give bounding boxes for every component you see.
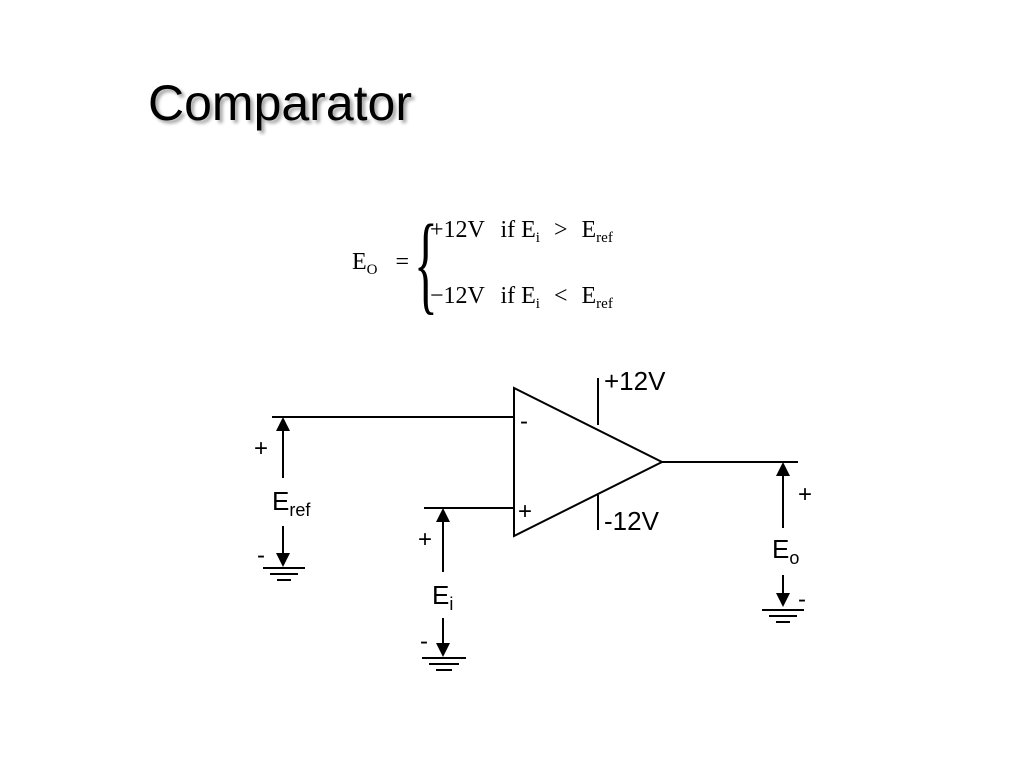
ei-plus-sign: +	[418, 526, 433, 553]
case-high-lhs: E	[521, 217, 536, 243]
eref-subscript: ref	[289, 500, 311, 520]
eo-label: Eo	[772, 536, 799, 567]
ground-ei-icon	[422, 657, 466, 671]
equation-case-low: −12V if Ei < Eref	[430, 284, 613, 312]
case-low-lhs: E	[521, 283, 536, 309]
left-brace: {	[414, 202, 438, 324]
opamp-noninverting-sign: +	[518, 498, 533, 525]
case-low-op: <	[553, 283, 568, 309]
eref-symbol: E	[272, 486, 290, 516]
page-title: Comparator	[148, 75, 412, 131]
eo-circuit-symbol: E	[772, 534, 790, 564]
case-high-rhs: E	[581, 217, 597, 243]
case-high-rhs-sub: ref	[596, 230, 613, 246]
opamp-triangle	[513, 386, 665, 538]
case-high-if: if	[500, 217, 516, 243]
eo-symbol: E	[352, 249, 367, 275]
case-low-rhs: E	[581, 283, 597, 309]
eref-minus-sign: -	[257, 542, 265, 569]
case-low-if: if	[500, 283, 516, 309]
case-low-value: −12V	[430, 283, 485, 309]
equation-case-high: +12V if Ei > Eref	[430, 218, 613, 246]
supply-neg-label: -12V	[604, 506, 659, 536]
eo-circuit-subscript: o	[789, 548, 800, 568]
ground-eref-icon	[263, 567, 305, 581]
eo-plus-sign: +	[798, 481, 813, 508]
eo-subscript: O	[366, 262, 378, 278]
equation-lhs: EO =	[352, 250, 409, 278]
equals-sign: =	[395, 249, 410, 275]
ei-symbol: E	[432, 580, 450, 610]
ei-label: Ei	[432, 582, 453, 613]
case-high-op: >	[553, 217, 568, 243]
ground-eo-icon	[762, 609, 804, 623]
opamp-inverting-sign: -	[520, 408, 528, 435]
case-low-rhs-sub: ref	[596, 296, 613, 312]
ei-subscript: i	[449, 594, 454, 614]
supply-pos-label: +12V	[604, 366, 666, 396]
eref-label: Eref	[272, 488, 310, 519]
case-low-lhs-sub: i	[535, 296, 540, 312]
case-high-lhs-sub: i	[535, 230, 540, 246]
eo-minus-sign: -	[798, 586, 806, 613]
eref-plus-sign: +	[254, 435, 269, 462]
case-high-value: +12V	[430, 217, 485, 243]
ei-minus-sign: -	[420, 628, 428, 655]
